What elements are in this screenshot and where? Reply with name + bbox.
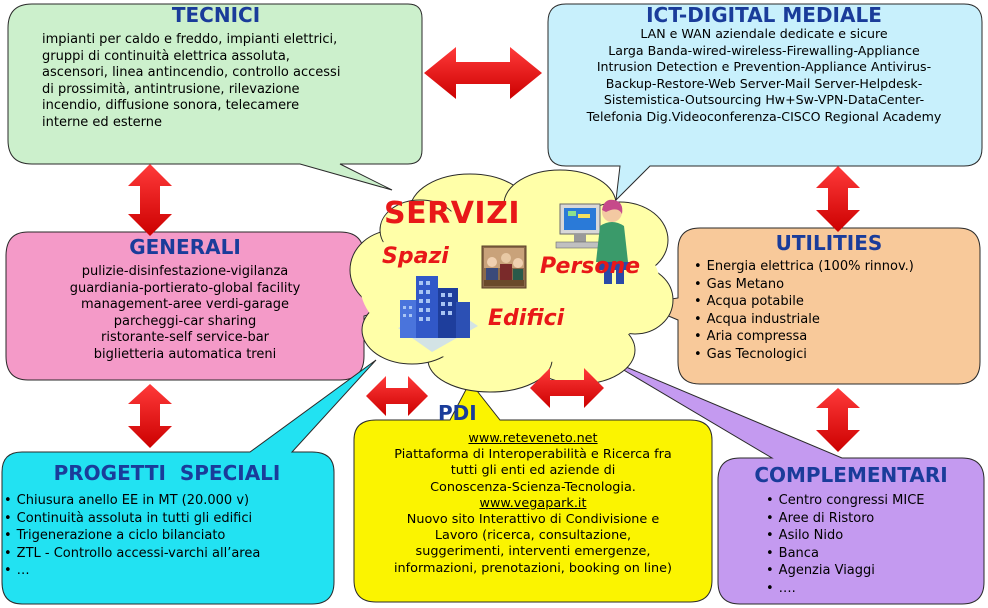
meeting-photo-icon: [481, 245, 527, 289]
tecnici-title: TECNICI: [171, 3, 261, 27]
tecnici-box: TECNICI impianti per caldo e freddo, imp…: [16, 4, 416, 132]
ict-box: ICT-DIGITAL MEDIALE LAN e WAN aziendale …: [548, 4, 980, 126]
pdi-line: Lavoro (ricerca, consultazione,: [434, 528, 632, 544]
complementari-item: Banca: [766, 545, 982, 563]
building-icon: [398, 276, 478, 352]
tecnici-callout-shape: [7, 3, 423, 191]
complementari-item: ….: [766, 580, 982, 598]
arrow-tecnici-generali: [128, 164, 172, 236]
pdi-line: informazioni, prenotazioni, booking on l…: [393, 560, 673, 576]
arrow-utilities-complementari: [816, 388, 860, 452]
ict-line: Intrusion Detection e Prevention-Applian…: [596, 59, 932, 75]
utilities-box: UTILITIES Energia elettrica (100% rinnov…: [682, 232, 976, 364]
complementari-item: Asilo Nido: [766, 527, 982, 545]
arrow-pdi-complementari: [530, 368, 604, 408]
pdi-line: Conoscenza-Scienza-Tecnologia.: [430, 479, 636, 495]
pdi-title-wrap: PDI: [438, 402, 498, 424]
generali-line: biglietteria automatica treni: [93, 346, 277, 362]
generali-line: pulizie-disinfestazione-vigilanza: [81, 264, 289, 279]
tecnici-line: incendio, diffusione sonora, telecamere: [42, 98, 300, 114]
ict-line: Larga Banda-wired-wireless-Firewalling-A…: [608, 42, 920, 58]
ict-line: LAN e WAN aziendale dedicate e sicure: [640, 26, 888, 41]
progetti-item: Trigenerazione a ciclo bilanciato: [4, 527, 330, 545]
utilities-item: Gas Tecnologici: [694, 346, 976, 364]
ict-line: Sistemistica-Outsourcing Hw+Sw-VPN-DataC…: [603, 92, 925, 108]
tecnici-line: gruppi di continuità elettrica assoluta,: [42, 48, 290, 64]
tecnici-line: ascensori, linea antincendio, controllo …: [42, 65, 341, 81]
arrow-ict-utilities: [816, 166, 860, 232]
generali-line: ristorante-self service-bar: [100, 330, 270, 346]
generali-box: GENERALI pulizie-disinfestazione-vigilan…: [10, 236, 360, 364]
pdi-title: PDI: [438, 401, 477, 425]
progetti-item: Continuità assoluta in tutti gli edifici: [4, 510, 330, 528]
person-at-computer-icon: [555, 199, 630, 284]
progetti-item: Chiusura anello EE in MT (20.000 v): [4, 492, 330, 510]
pdi-line: Piattaforma di Interoperabilità e Ricerc…: [394, 447, 672, 463]
complementari-title: COMPLEMENTARI: [754, 463, 948, 487]
spazi-label: Spazi: [382, 244, 449, 269]
arrow-tecnici-ict: [424, 47, 542, 99]
progetti-title: PROGETTI SPECIALI: [53, 461, 281, 485]
utilities-item: Aria compressa: [694, 328, 976, 346]
generali-line: management-aree verdi-garage: [80, 297, 290, 313]
utilities-item: Acqua potabile: [694, 293, 976, 311]
generali-line: guardiania-portierato-global facility: [69, 280, 301, 296]
complementari-item: Agenzia Viaggi: [766, 562, 982, 580]
vegapark-link[interactable]: www.vegapark.it: [479, 495, 587, 511]
servizi-title: SERVIZI: [384, 196, 520, 231]
progetti-item: ZTL - Controllo accessi-varchi all’area: [4, 545, 330, 563]
pdi-box: www.reteveneto.net Piattaforma di Intero…: [356, 431, 710, 577]
ict-title: ICT-DIGITAL MEDIALE: [646, 3, 882, 27]
tecnici-line: di prossimità, antintrusione, rilevazion…: [42, 81, 300, 97]
utilities-title: UTILITIES: [775, 231, 883, 255]
generali-line: parcheggi-car sharing: [113, 313, 257, 329]
complementari-item: Centro congressi MICE: [766, 492, 982, 510]
generali-title: GENERALI: [129, 235, 241, 259]
ict-line: Telefonia Dig.Videoconferenza-CISCO Regi…: [586, 108, 942, 124]
complementari-box: COMPLEMENTARI Centro congressi MICE Aree…: [720, 464, 982, 598]
reteveneto-link[interactable]: www.reteveneto.net: [468, 431, 598, 446]
utilities-item: Gas Metano: [694, 276, 976, 294]
tecnici-line: interne ed esterne: [42, 114, 163, 130]
pdi-line: Nuovo sito Interattivo di Condivisione e: [406, 512, 660, 528]
utilities-item: Energia elettrica (100% rinnov.): [694, 258, 976, 276]
arrow-generali-progetti: [128, 384, 172, 448]
pdi-line: suggerimenti, interventi emergenze,: [415, 544, 651, 560]
pdi-callout-shape: [353, 381, 713, 603]
tecnici-line: impianti per caldo e freddo, impianti el…: [42, 32, 338, 47]
pdi-line: tutti gli enti ed aziende di: [450, 463, 616, 479]
progetti-item: …: [4, 562, 330, 580]
ict-callout-shape: [547, 3, 983, 202]
edifici-label: Edifici: [488, 306, 565, 331]
utilities-item: Acqua industriale: [694, 311, 976, 329]
persone-label: Persone: [540, 254, 641, 279]
complementari-item: Aree di Ristoro: [766, 510, 982, 528]
ict-line: Backup-Restore-Web Server-Mail Server-He…: [605, 75, 923, 91]
progetti-box: PROGETTI SPECIALI Chiusura anello EE in …: [4, 462, 330, 580]
arrow-progetti-pdi: [366, 376, 428, 416]
